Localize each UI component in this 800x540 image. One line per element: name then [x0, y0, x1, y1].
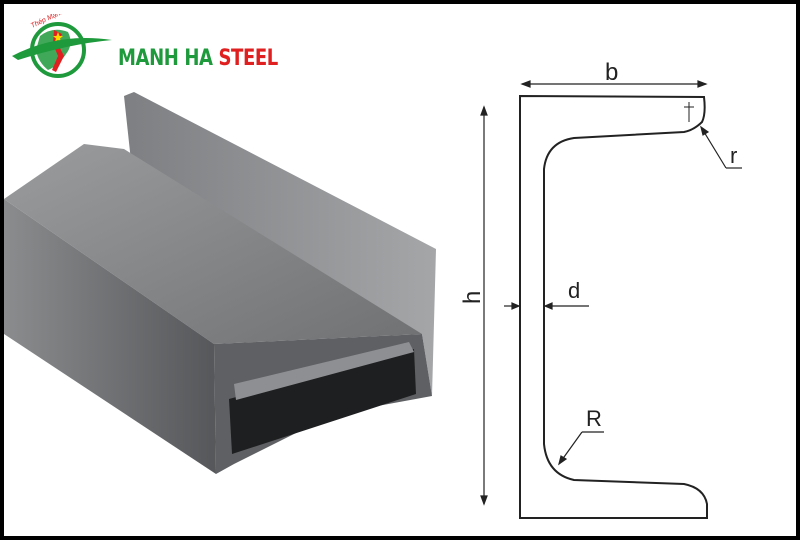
- inner-lip: [234, 342, 414, 400]
- dimension-lines: [480, 80, 742, 506]
- label-r: r: [730, 143, 737, 168]
- image-canvas: Thép Mạnh Hà MANH HA STEEL: [4, 4, 796, 536]
- profile-drawing: [480, 80, 742, 519]
- brand-name-green: MANH HA: [118, 46, 213, 71]
- channel-profile: [519, 94, 708, 519]
- channel-opening: [229, 349, 416, 454]
- front-side-face: [4, 199, 216, 474]
- label-R: R: [586, 406, 602, 431]
- label-b: b: [605, 59, 618, 86]
- globe-logo-icon: Thép Mạnh Hà: [12, 4, 112, 78]
- brand-name: MANH HA STEEL: [118, 46, 278, 71]
- label-d: d: [568, 278, 580, 303]
- brand-name-red: STEEL: [218, 46, 278, 71]
- web-top-surface: [4, 144, 422, 344]
- steel-channel-illustration: b h d r R: [4, 59, 742, 519]
- logo: Thép Mạnh Hà MANH HA STEEL: [8, 4, 278, 84]
- label-h: h: [459, 291, 486, 304]
- channel-photo: [4, 92, 436, 474]
